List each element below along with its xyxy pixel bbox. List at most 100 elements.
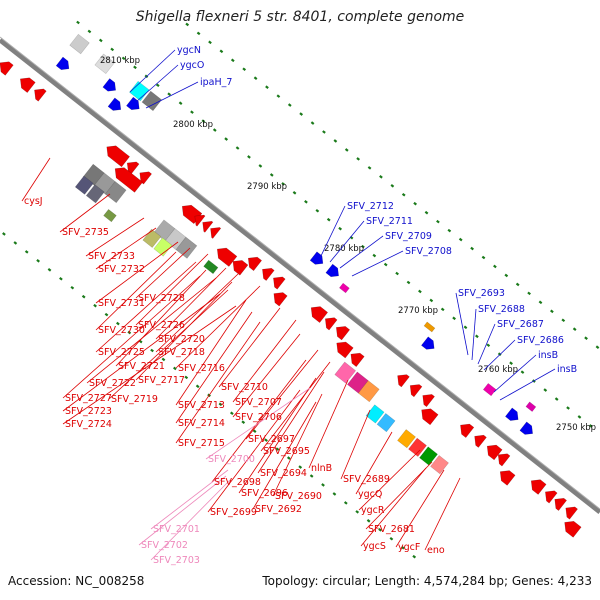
gene-label: SFV_2697	[248, 434, 295, 445]
tick-dot	[161, 357, 166, 362]
forward-gene-arrow	[55, 56, 70, 70]
genome-title: Shigella flexneri 5 str. 8401, complete …	[135, 9, 465, 25]
tick-dot	[184, 375, 189, 380]
gene-label: SFV_2733	[88, 251, 135, 262]
feature-blocks	[0, 33, 582, 538]
tick-dot	[110, 47, 115, 52]
tick-dot	[589, 424, 593, 428]
leader-line	[339, 235, 384, 269]
tick-dot	[486, 343, 491, 348]
reverse-gene-arrow	[409, 384, 423, 398]
tick-dot	[366, 519, 371, 523]
tick-dot	[298, 465, 303, 469]
gene-block	[482, 382, 497, 397]
reverse-gene-arrow	[34, 88, 47, 102]
gene-block	[334, 361, 357, 384]
leader-line	[135, 253, 209, 326]
backbone-highlight	[0, 36, 600, 510]
leader-line	[483, 339, 516, 371]
gene-label: SFV_2688	[478, 304, 525, 315]
tick-dot	[212, 128, 217, 132]
gene-label: SFV_2707	[235, 397, 282, 408]
gene-block	[339, 282, 350, 294]
gene-label: SFV_2694	[260, 468, 307, 479]
tick-dot	[577, 415, 582, 419]
tick-dot	[286, 456, 291, 460]
gene-label: SFV_2723	[65, 406, 112, 417]
gene-label: SFV_2714	[178, 418, 225, 429]
leader-line	[365, 461, 433, 530]
tick-dots	[2, 20, 600, 559]
forward-gene-arrow	[421, 336, 435, 350]
tick-dot	[355, 510, 360, 514]
gene-label: SFV_2728	[138, 293, 185, 304]
accession-text: Accession: NC_008258	[8, 574, 145, 588]
tick-dot	[265, 85, 269, 89]
tick-dot	[390, 183, 395, 188]
leader-line	[135, 64, 179, 103]
tick-dot	[127, 330, 132, 335]
leader-line	[358, 449, 421, 511]
leader-line	[260, 361, 331, 452]
gene-label: SFV_2710	[221, 382, 268, 393]
leader-line	[21, 157, 51, 202]
tick-dot	[383, 262, 388, 267]
tick-dot	[332, 492, 337, 496]
gene-label: eno	[427, 545, 445, 556]
tick-dot	[333, 139, 338, 143]
tick-dot	[463, 325, 468, 330]
tick-dot	[121, 56, 126, 61]
tick-dot	[178, 101, 183, 105]
tick-dot	[13, 241, 18, 245]
reverse-gene-arrow	[422, 394, 435, 408]
kbp-label-2780: 2780 kbp	[324, 244, 364, 254]
tick-dot	[367, 166, 372, 170]
leader-line	[108, 289, 229, 400]
tick-dot	[93, 303, 97, 308]
tick-dot	[173, 366, 177, 371]
gene-label: SFV_2699	[210, 507, 257, 518]
tick-dot	[452, 316, 456, 321]
gene-label: SFV_2711	[366, 216, 413, 227]
gene-label: SFV_2681	[368, 524, 415, 535]
reverse-gene-arrow	[336, 326, 350, 341]
forward-gene-arrow	[102, 78, 116, 92]
tick-dot	[356, 157, 361, 161]
leader-line	[395, 469, 445, 548]
leader-line	[62, 293, 221, 412]
topology-stats: Topology: circular; Length: 4,574,284 bp…	[262, 574, 592, 588]
leader-line	[135, 247, 191, 299]
tick-dot	[247, 155, 251, 159]
gene-label: SFV_2692	[255, 504, 302, 515]
leader-line	[238, 377, 317, 494]
tick-dot	[550, 309, 554, 314]
reverse-gene-arrow	[530, 479, 547, 495]
reverse-gene-arrow	[262, 268, 275, 281]
reverse-gene-arrow	[210, 227, 222, 239]
tick-dot	[584, 336, 588, 340]
gene-label: SFV_2721	[118, 361, 165, 372]
reverse-gene-arrow	[460, 423, 475, 438]
gene-label: SFV_2735	[62, 227, 109, 238]
forward-gene-arrow	[505, 407, 519, 421]
tick-dot	[520, 370, 525, 374]
reverse-gene-arrow	[202, 221, 214, 233]
reverse-gene-arrow	[497, 453, 511, 467]
tick-dot	[235, 146, 240, 150]
leader-line	[205, 387, 311, 460]
tick-dot	[554, 397, 559, 401]
reverse-gene-arrow	[421, 408, 439, 426]
leader-line	[175, 321, 261, 444]
gene-label: SFV_2696	[241, 488, 288, 499]
tick-dot	[395, 271, 399, 276]
tick-dot	[310, 121, 315, 125]
tick-dot	[470, 246, 474, 251]
gene-label: SFV_2686	[517, 335, 564, 346]
tick-dot	[70, 285, 75, 290]
tick-dot	[326, 217, 331, 222]
kbp-label-2790: 2790 kbp	[247, 182, 287, 192]
tick-dot	[104, 312, 109, 317]
tick-dot	[195, 384, 200, 389]
gene-block	[85, 184, 105, 204]
